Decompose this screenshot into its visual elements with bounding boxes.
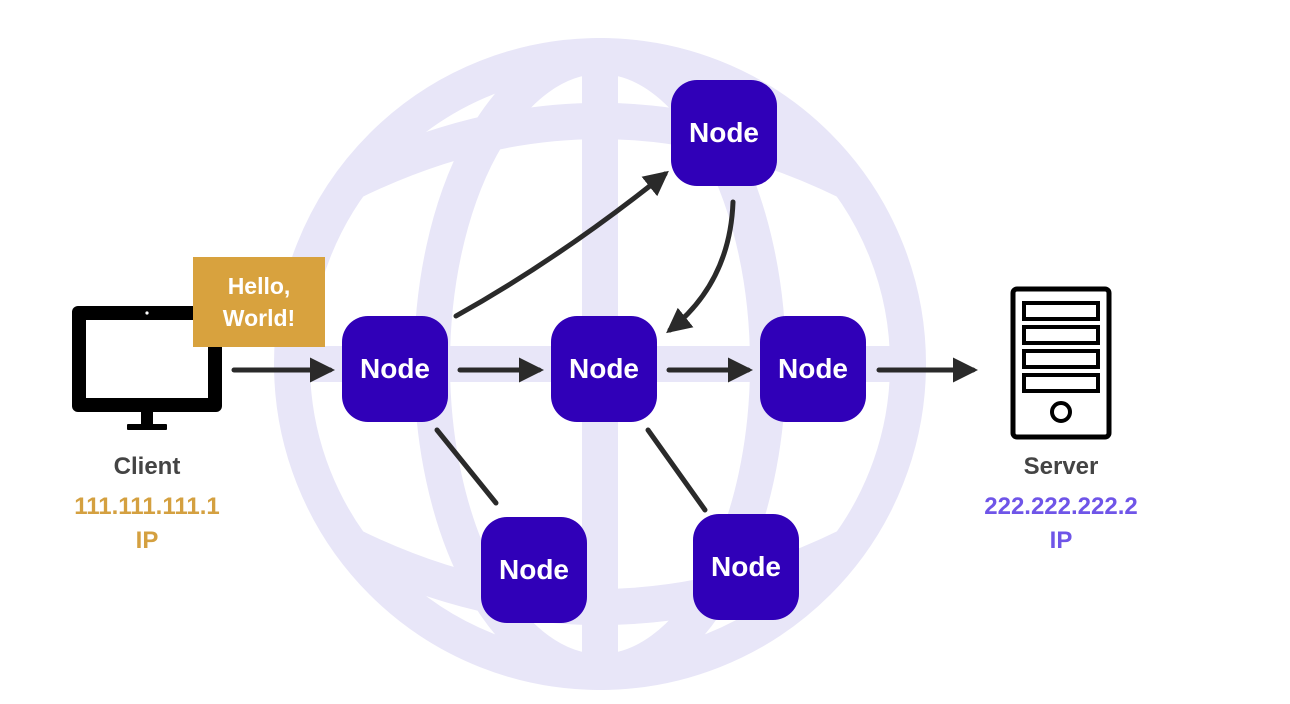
monitor-icon (72, 306, 222, 430)
node-label: Node (569, 353, 639, 384)
arrow-n6-to-n2 (666, 199, 736, 334)
node-label: Node (689, 117, 759, 148)
link-n1-to-n4 (434, 427, 499, 506)
message-line-1: Hello, (227, 273, 291, 299)
server-icon (1010, 286, 1112, 440)
edge-layer (231, 170, 978, 513)
client-ip-address: 111.111.111.1 (74, 493, 220, 520)
message-line-2: World! (222, 305, 296, 331)
node-label: Node (711, 551, 781, 582)
node-label: Node (360, 353, 430, 384)
message-bubble: Hello, World! (193, 257, 325, 347)
node-box: Node (693, 514, 799, 620)
client-label: Client (113, 453, 181, 480)
node-label: Node (499, 554, 569, 585)
node-box: Node (342, 316, 448, 422)
globe-upper-latitude (334, 103, 866, 200)
node-box: Node (551, 316, 657, 422)
node-box: Node (671, 80, 777, 186)
client-ip-label: IP (135, 527, 159, 554)
server-label: Server (1023, 453, 1099, 480)
node-box: Node (760, 316, 866, 422)
node-label: Node (778, 353, 848, 384)
node-box: Node (481, 517, 587, 623)
link-n2-to-n5 (645, 427, 708, 513)
server-ip-address: 222.222.222.2 (984, 493, 1138, 520)
server-ip-label: IP (1049, 527, 1073, 554)
arrow-n1-to-n6 (453, 170, 669, 319)
